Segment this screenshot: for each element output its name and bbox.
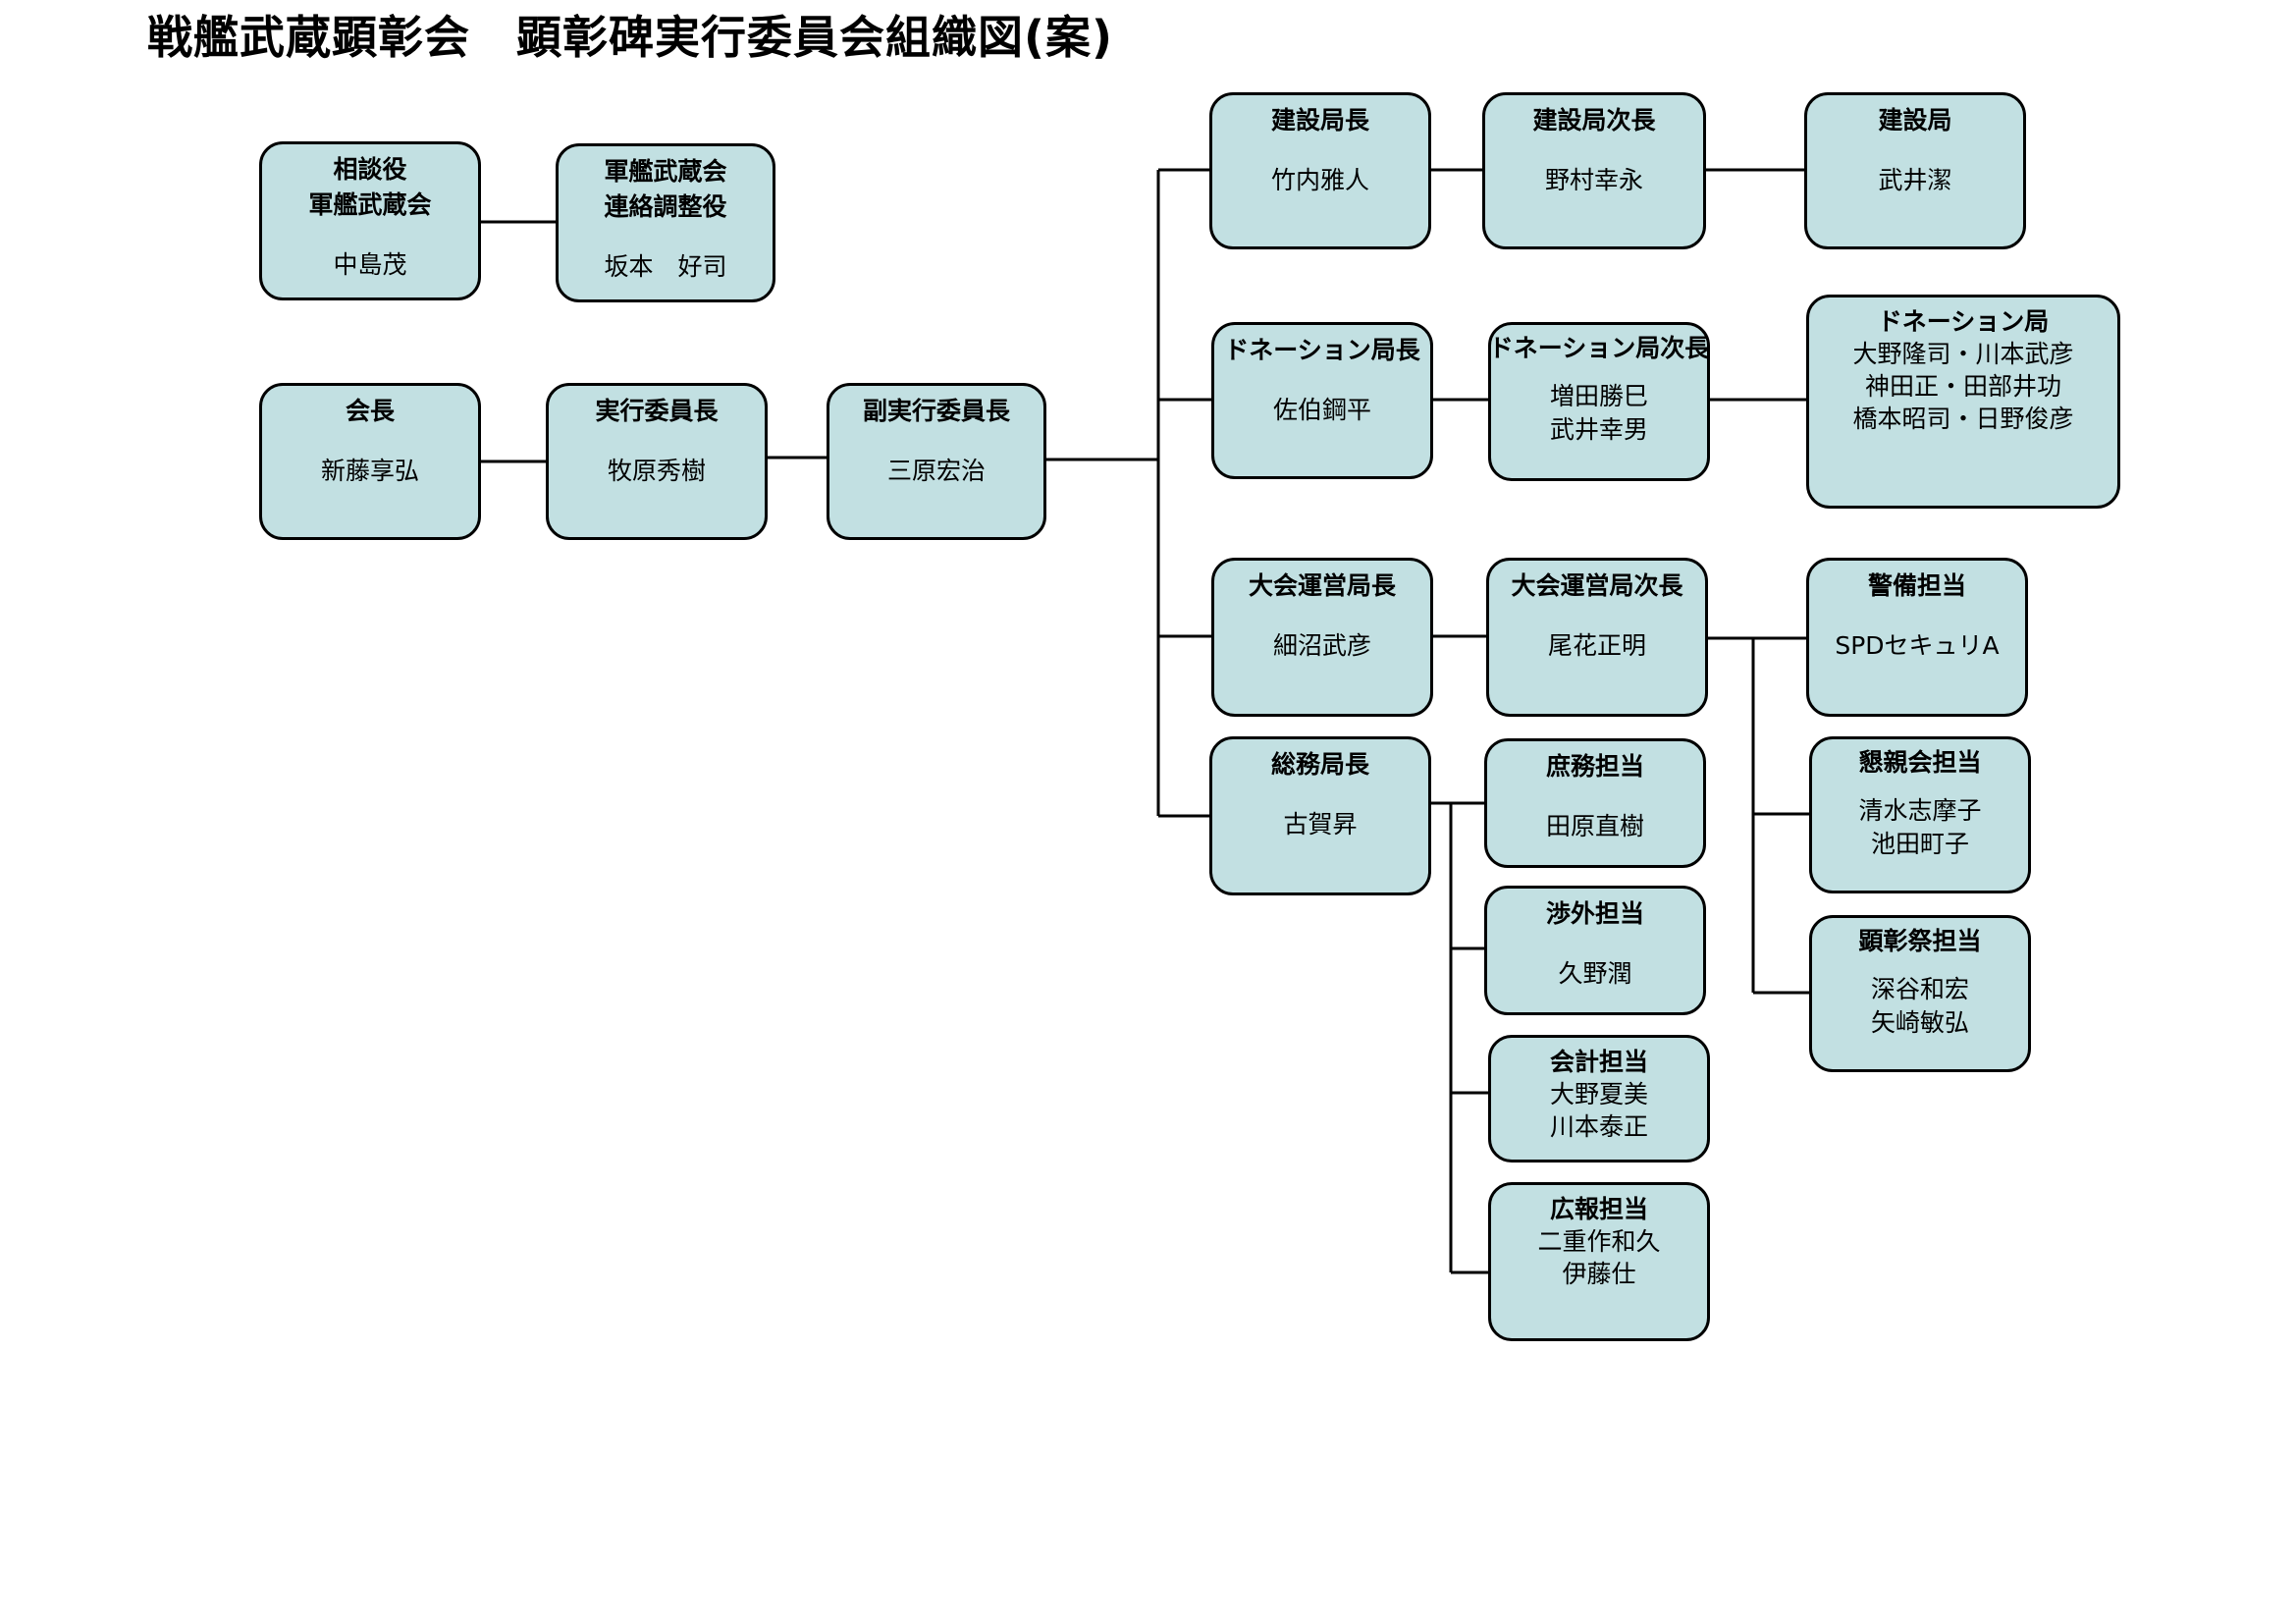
box-title: 建設局次長 <box>1532 106 1656 135</box>
box-name: 大野隆司・川本武彦 <box>1852 340 2074 368</box>
donation-bureau-box: ドネーション局大野隆司・川本武彦神田正・田部井功橋本昭司・日野俊彦 <box>1806 295 2120 509</box>
box-name: 池田町子 <box>1870 830 1969 858</box>
box-name: 川本泰正 <box>1549 1112 1648 1141</box>
construction-deputy-box: 建設局次長野村幸永 <box>1482 92 1706 249</box>
box-title: 建設局長 <box>1270 106 1369 135</box>
box-name: 佐伯鋼平 <box>1272 396 1371 424</box>
box-title: 相談役 <box>333 155 407 184</box>
box-title: 庶務担当 <box>1545 752 1644 781</box>
external-affairs-box: 渉外担当久野潤 <box>1484 886 1706 1015</box>
box-name: 中島茂 <box>333 250 407 279</box>
box-name: 武井潔 <box>1878 166 1952 194</box>
box-title: 会長 <box>345 397 395 425</box>
box-name: 大野夏美 <box>1549 1080 1648 1108</box>
box-name: 古賀昇 <box>1283 810 1358 838</box>
box-title: 大会運営局長 <box>1248 571 1396 600</box>
pr-box: 広報担当二重作和久伊藤仕 <box>1488 1182 1710 1341</box>
general-affairs-chief-box: 総務局長古賀昇 <box>1209 736 1431 895</box>
box-name: 野村幸永 <box>1544 166 1643 194</box>
box-name: 清水志摩子 <box>1858 796 1982 825</box>
box-title: 副実行委員長 <box>862 397 1010 425</box>
box-name: SPDセキュリA <box>1835 631 2000 660</box>
donation-deputy-box: ドネーション局次長増田勝巳武井幸男 <box>1488 322 1710 481</box>
chairman-box: 会長新藤享弘 <box>259 383 481 540</box>
box-name: 二重作和久 <box>1537 1227 1661 1256</box>
box-title: ドネーション局 <box>1877 307 2050 336</box>
page-title: 戦艦武蔵顕彰会 顕彰碑実行委員会組織図(案) <box>147 11 1114 64</box>
operations-chief-box: 大会運営局長細沼武彦 <box>1211 558 1433 717</box>
box-title: 懇親会担当 <box>1858 748 1982 777</box>
donation-chief-box: ドネーション局長佐伯鋼平 <box>1211 322 1433 479</box>
box-title: ドネーション局長 <box>1224 336 1420 364</box>
box-name: 久野潤 <box>1558 959 1632 988</box>
box-name: 橋本昭司・日野俊彦 <box>1852 405 2074 433</box>
general-affairs-box: 庶務担当田原直樹 <box>1484 738 1706 868</box>
accounting-box: 会計担当大野夏美川本泰正 <box>1488 1035 1710 1162</box>
vice-exec-box: 副実行委員長三原宏治 <box>827 383 1046 540</box>
advisor-box: 相談役軍艦武蔵会中島茂 <box>259 141 481 300</box>
security-box: 警備担当 SPDセキュリA <box>1806 558 2028 717</box>
box-name: 竹内雅人 <box>1270 166 1369 194</box>
box-title: 広報担当 <box>1549 1195 1648 1223</box>
box-title: 大会運営局次長 <box>1511 571 1683 600</box>
liaison-box: 軍艦武蔵会連絡調整役坂本 好司 <box>556 143 775 302</box>
box-name: 矢崎敏弘 <box>1870 1008 1969 1037</box>
box-title: 顕彰祭担当 <box>1858 927 1982 955</box>
box-title: 軍艦武蔵会 <box>604 157 727 186</box>
box-name: 細沼武彦 <box>1272 631 1371 660</box>
construction-chief-box: 建設局長竹内雅人 <box>1209 92 1431 249</box>
box-title: ドネーション局次長 <box>1488 334 1710 362</box>
box-name: 神田正・田部井功 <box>1864 372 2061 401</box>
box-name: 坂本 好司 <box>604 252 727 281</box>
box-name: 伊藤仕 <box>1562 1260 1636 1288</box>
box-title: 警備担当 <box>1867 571 1966 600</box>
box-title: 連絡調整役 <box>604 192 727 221</box>
box-name: 増田勝巳 <box>1549 382 1648 410</box>
construction-bureau-box: 建設局武井潔 <box>1804 92 2026 249</box>
box-name: 尾花正明 <box>1547 631 1646 660</box>
box-title: 実行委員長 <box>595 397 719 425</box>
exec-chair-box: 実行委員長牧原秀樹 <box>546 383 768 540</box>
ceremony-box: 顕彰祭担当深谷和宏矢崎敏弘 <box>1809 915 2031 1072</box>
box-name: 田原直樹 <box>1545 812 1644 840</box>
social-box: 懇親会担当清水志摩子池田町子 <box>1809 736 2031 893</box>
box-name: 牧原秀樹 <box>607 457 706 485</box>
box-name: 深谷和宏 <box>1870 975 1969 1003</box>
box-title: 渉外担当 <box>1545 899 1644 928</box>
box-name: 新藤享弘 <box>320 457 419 485</box>
box-title: 総務局長 <box>1270 750 1369 779</box>
box-title: 軍艦武蔵会 <box>308 190 432 219</box>
box-name: 武井幸男 <box>1549 415 1648 444</box>
box-name: 三原宏治 <box>886 457 986 485</box>
box-title: 建設局 <box>1878 106 1952 135</box>
box-title: 会計担当 <box>1549 1048 1648 1076</box>
operations-deputy-box: 大会運営局次長尾花正明 <box>1486 558 1708 717</box>
